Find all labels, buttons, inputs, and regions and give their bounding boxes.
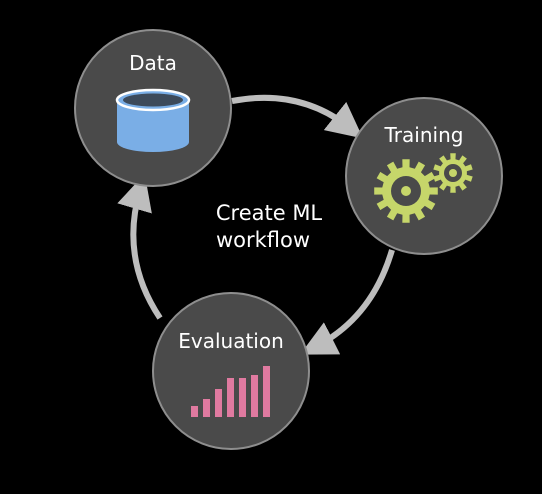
bar-chart-icon [191,366,270,417]
bar [191,406,198,417]
center-title-line2: workflow [216,228,310,252]
evaluation-label: Evaluation [178,329,284,353]
training-label: Training [384,123,464,147]
data-label: Data [129,51,177,75]
database-icon [115,88,191,152]
gears-icon [374,153,473,223]
data-node: Data [74,29,232,187]
evaluation-node: Evaluation [152,292,310,450]
bar [251,375,258,417]
arrow-data-to-training [231,94,364,139]
bar [227,378,234,417]
bar [239,378,246,417]
bar [263,366,270,417]
arrow-training-to-evaluation [300,249,395,355]
bar [215,389,222,417]
center-title-line1: Create ML [216,201,323,225]
bar [203,399,210,417]
small-gear [433,153,473,193]
large-gear [374,159,438,223]
arrow-evaluation-to-data [117,173,163,320]
training-node: Training [345,97,503,255]
